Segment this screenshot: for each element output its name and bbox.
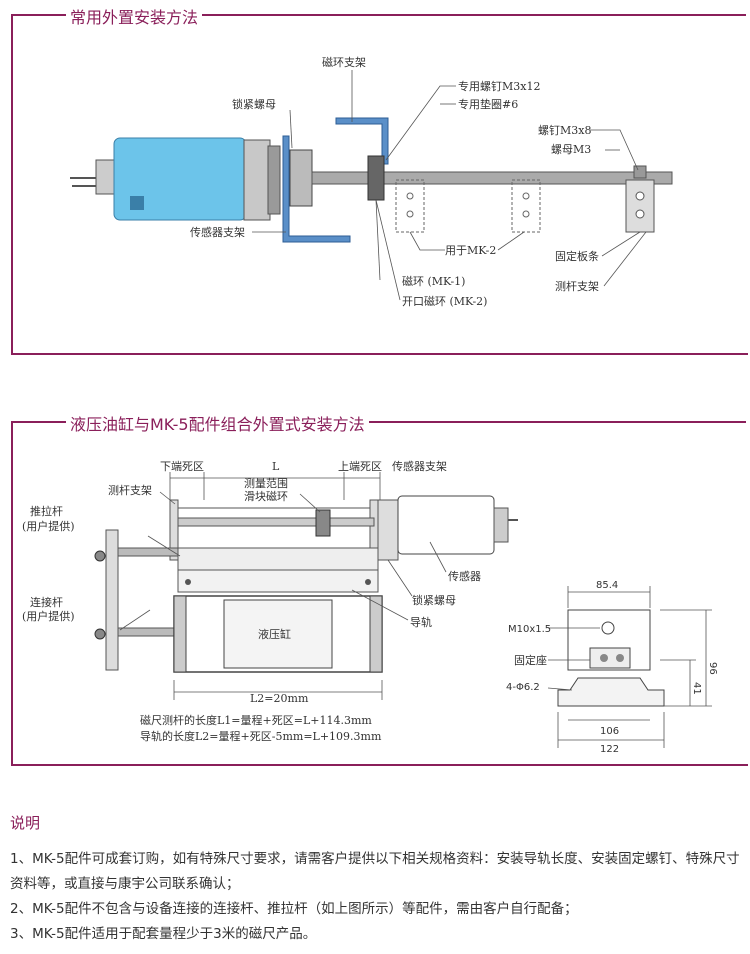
label-sensor-bracket-1: 传感器支架 (190, 226, 245, 239)
section1-frame-top (11, 14, 746, 16)
dim-96: 96 (707, 662, 718, 675)
label-hydraulic-cylinder: 液压缸 (258, 627, 291, 641)
label-link-rod-1: 连接杆 (30, 595, 63, 609)
dim-85-4: 85.4 (596, 580, 618, 591)
section2-title: 液压油缸与MK-5配件组合外置式安装方法 (66, 411, 369, 435)
label-m10: M10x1.5 (508, 624, 551, 635)
label-magnet-ring-bracket: 磁环支架 (322, 56, 366, 69)
note-item-3: 3、MK-5配件适用于配套量程少于3米的磁尺产品。 (10, 926, 317, 942)
label-open-magnet-ring: 开口磁环 (MK-2) (402, 295, 487, 308)
label-rod-bracket-1: 测杆支架 (555, 279, 599, 293)
label-link-rod-2: (用户提供) (22, 609, 75, 623)
label-lock-nut-2: 锁紧螺母 (412, 593, 456, 607)
label-range-slider-1: 测量范围 (244, 476, 288, 490)
label-hole: 4-Φ6.2 (506, 682, 540, 693)
cylinder-assembly (94, 495, 518, 673)
label-formula2: 导轨的长度L2=量程+死区-5mm=L+109.3mm (140, 729, 382, 743)
section1-title: 常用外置安装方法 (66, 4, 203, 28)
label-fixing-plate: 固定板条 (555, 249, 599, 263)
side-view-drawing (547, 586, 712, 748)
label-special-washer: 专用垫圈#6 (458, 97, 518, 111)
section2-dimensions (119, 472, 447, 700)
label-range-slider-2: 滑块磁环 (244, 490, 288, 503)
label-screw-m3x8: 螺钉M3x8 (538, 124, 591, 137)
label-formula1: 磁尺测杆的长度L1=量程+死区=L+114.3mm (140, 713, 372, 727)
note-item-1: 1、MK-5配件可成套订购，如有特殊尺寸要求，请需客户提供以下相关规格资料：安装… (10, 851, 740, 892)
dim-106: 106 (600, 726, 619, 737)
label-rod-bracket-2: 测杆支架 (108, 483, 152, 497)
label-upper-dead-zone: 上端死区 (338, 460, 382, 473)
section1-frame (11, 14, 748, 355)
notes-section: 说明 1、MK-5配件可成套订购，如有特殊尺寸要求，请需客户提供以下相关规格资料… (10, 812, 745, 947)
label-L: L (272, 460, 280, 473)
label-special-screw: 专用螺钉M3x12 (458, 79, 540, 93)
label-l2: L2=20mm (250, 692, 309, 705)
sensor-logo-icon (130, 196, 144, 210)
label-nut-m3: 螺母M3 (551, 143, 591, 156)
label-guide-rail: 导轨 (410, 615, 432, 629)
sensor-assembly-1 (70, 117, 673, 243)
label-magnet-ring: 磁环 (MK-1) (402, 275, 465, 288)
label-push-rod-1: 推拉杆 (30, 504, 63, 518)
dim-122: 122 (600, 744, 619, 755)
dim-41: 41 (691, 682, 702, 695)
label-lock-nut: 锁紧螺母 (232, 97, 276, 111)
label-push-rod-2: (用户提供) (22, 519, 75, 533)
notes-title: 说明 (10, 814, 41, 832)
label-sensor: 传感器 (448, 570, 481, 583)
label-sensor-bracket-2: 传感器支架 (392, 460, 447, 473)
note-item-2: 2、MK-5配件不包含与设备连接的连接杆、推拉杆（如上图所示）等配件，需由客户自… (10, 901, 578, 917)
label-for-mk2: 用于MK-2 (445, 244, 496, 257)
label-lower-dead-zone: 下端死区 (160, 460, 204, 473)
section2-frame (11, 421, 748, 766)
section2-frame-top (11, 421, 746, 423)
section1-leaders (252, 70, 647, 301)
label-fixed-seat: 固定座 (514, 653, 547, 667)
